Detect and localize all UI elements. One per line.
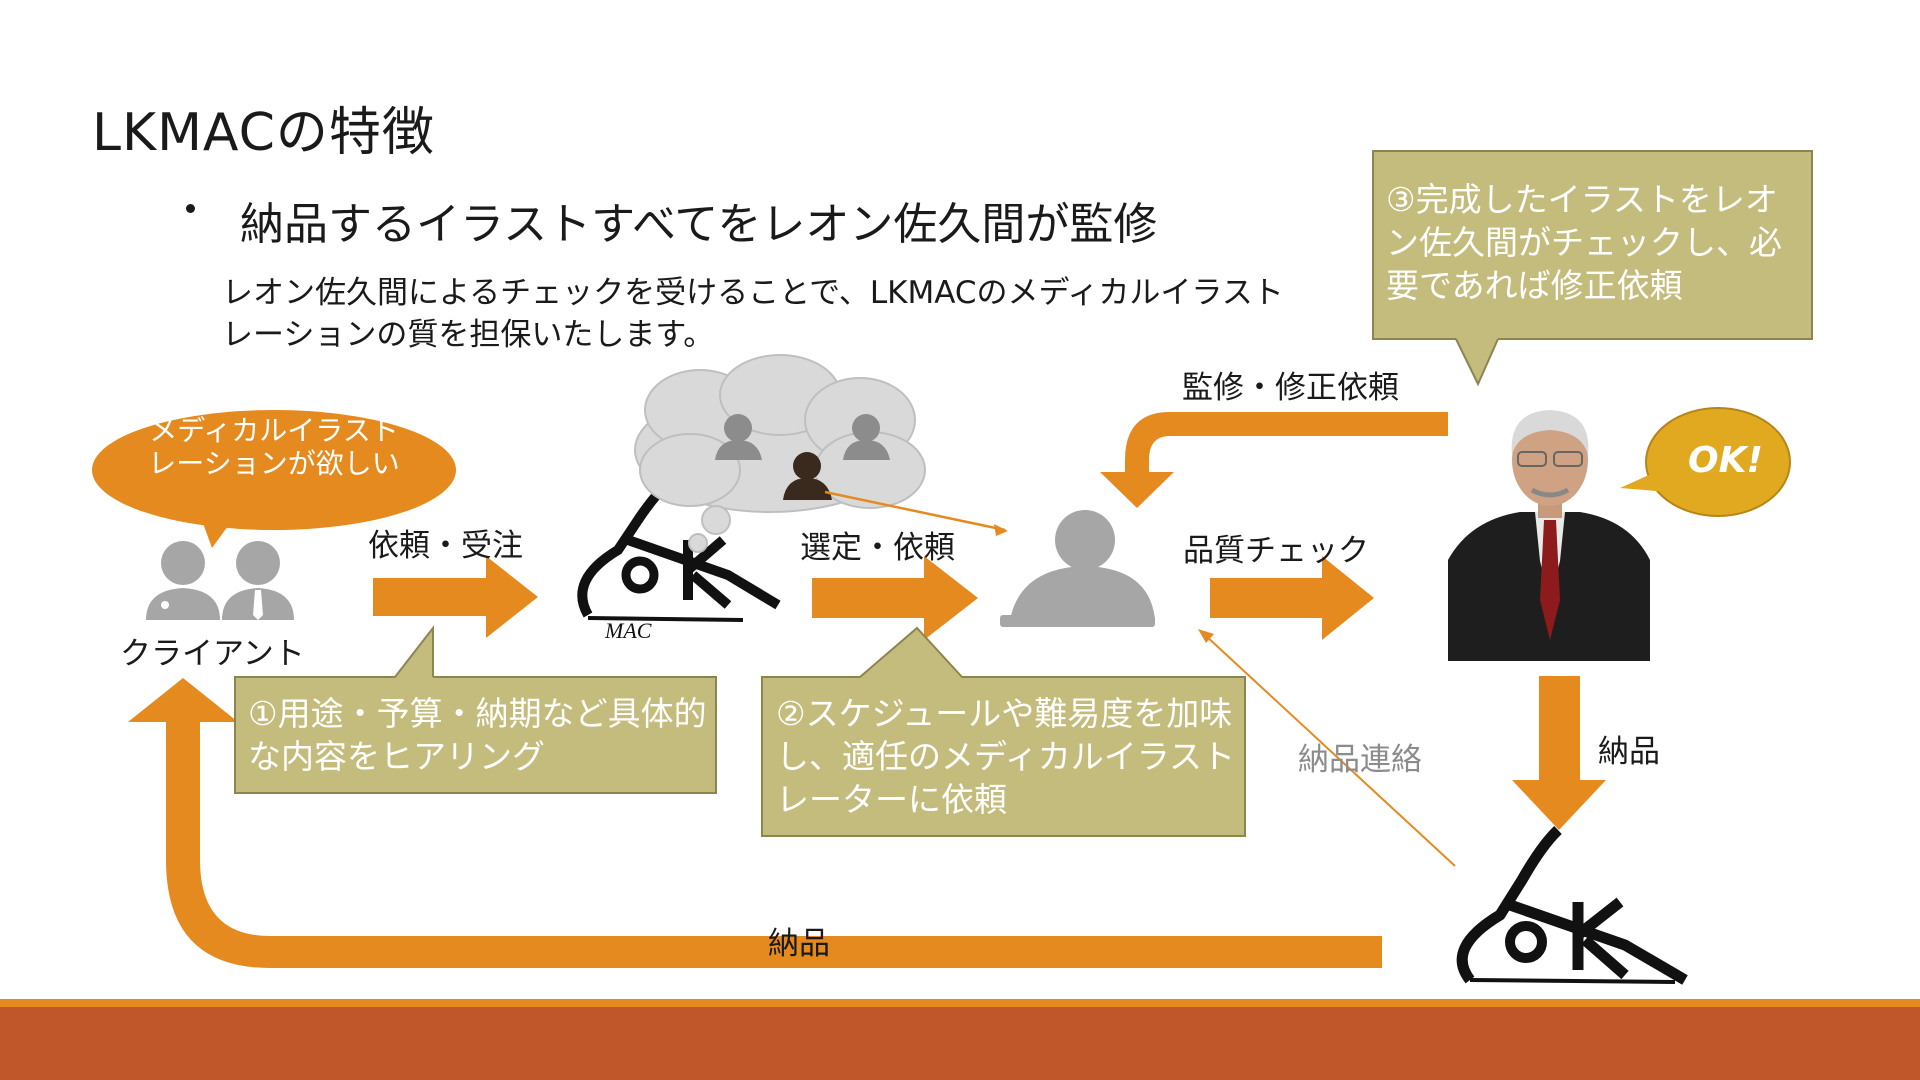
arrow-deliver-down xyxy=(1512,676,1606,830)
arrow-request-order xyxy=(373,556,538,638)
client-bubble-text: メディカルイラストレーションが欲しい xyxy=(144,414,404,480)
illustrator-at-desk-icon xyxy=(1000,510,1155,627)
leon-sakuma-photo xyxy=(1448,405,1650,661)
doctor-icon xyxy=(146,541,220,620)
ok-text: OK! xyxy=(1688,440,1763,481)
arrow-supervise-revise xyxy=(1100,412,1460,508)
client-label: クライアント xyxy=(120,628,305,673)
businessman-icon xyxy=(222,541,294,620)
deliver-label-right: 納品 xyxy=(1598,726,1660,771)
deliver-label-bottom: 納品 xyxy=(768,918,830,963)
arrow-select-request xyxy=(812,556,978,640)
lk-logo-bottom-icon xyxy=(1462,830,1685,982)
supervise-revise-label: 監修・修正依頼 xyxy=(1182,362,1399,407)
quality-check-label: 品質チェック xyxy=(1183,525,1369,570)
callout-step3-text: ③完成したイラストをレオン佐久間がチェックし、必要であれば修正依頼 xyxy=(1386,178,1806,307)
callout-step1-text: ①用途・予算・納期など具体的な内容をヒアリング xyxy=(248,692,708,778)
select-request-label: 選定・依頼 xyxy=(800,522,955,567)
request-order-label: 依頼・受注 xyxy=(368,520,523,565)
footer-bar xyxy=(0,1007,1920,1080)
notify-label: 納品連絡 xyxy=(1298,734,1422,779)
callout-step2-text: ②スケジュールや難易度を加味し、適任のメディカルイラストレーターに依頼 xyxy=(776,692,1236,821)
logo-sub-text: MAC xyxy=(604,618,652,643)
footer-accent-line xyxy=(0,999,1920,1007)
